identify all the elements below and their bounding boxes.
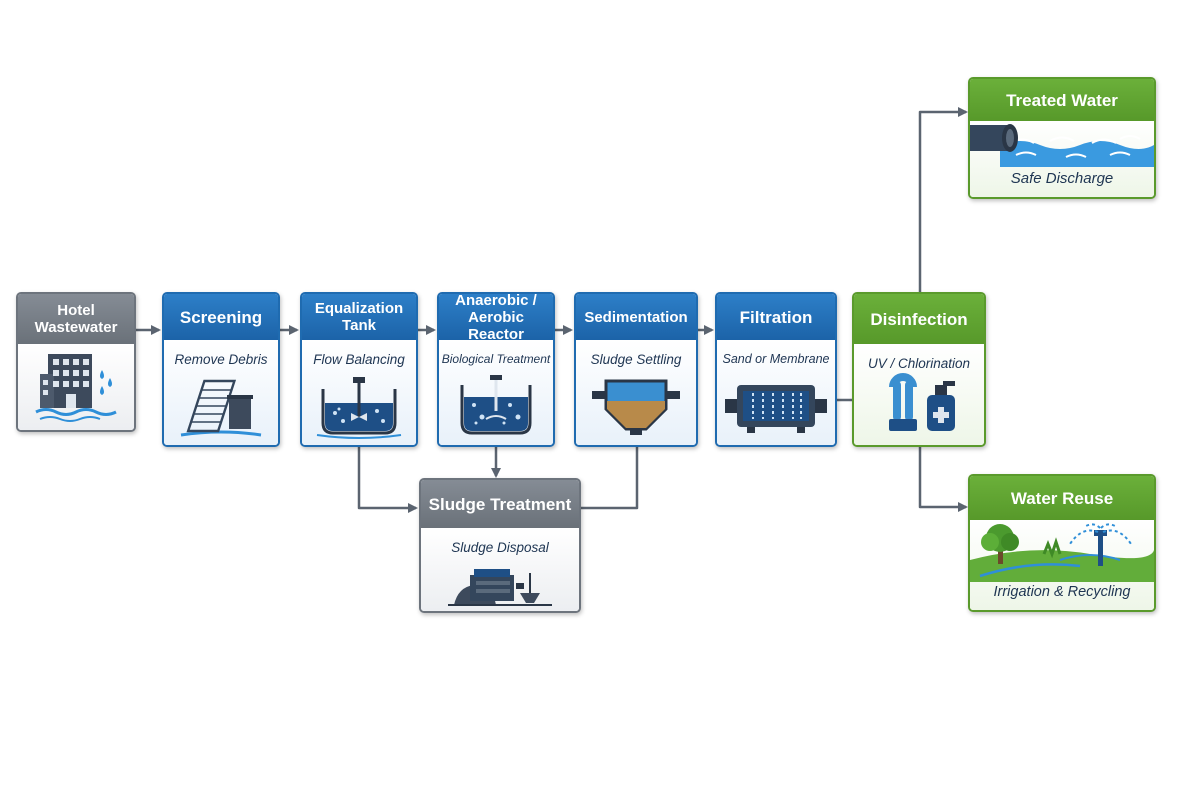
node-subtitle: UV / Chlorination [867, 356, 971, 371]
edge-equalization-sludge [357, 446, 418, 513]
node-water-reuse[interactable]: Water Reuse Irrigation & Recycling [968, 474, 1156, 612]
edge-disinfection-treated-water [918, 107, 968, 293]
sludge-press-icon [421, 561, 579, 607]
node-subtitle: Sludge Disposal [451, 540, 549, 555]
edge-disinfection-water-reuse [918, 446, 968, 512]
node-screening[interactable]: Screening Remove Debris [162, 292, 280, 447]
node-title: Sludge Treatment [421, 480, 579, 528]
node-treated-water[interactable]: Treated Water Safe Discharge [968, 77, 1156, 199]
hotel-building-icon [18, 348, 134, 426]
node-title: Hotel Wastewater [18, 294, 134, 344]
node-title: Filtration [717, 294, 835, 340]
mixing-tank-icon [302, 373, 416, 439]
node-title: Water Reuse [970, 476, 1154, 520]
node-disinfection[interactable]: Disinfection UV / Chlorination [852, 292, 986, 447]
node-title: Treated Water [970, 79, 1154, 121]
settling-tank-icon [576, 373, 696, 439]
node-title: Sedimentation [576, 294, 696, 340]
node-subtitle: Sand or Membrane [722, 352, 830, 366]
node-subtitle: Remove Debris [174, 352, 268, 367]
node-title: Screening [164, 294, 278, 340]
node-title: Anaerobic / Aerobic Reactor [439, 294, 553, 343]
node-subtitle: Biological Treatment [441, 352, 551, 366]
membrane-filter-icon [717, 377, 835, 439]
node-subtitle: Flow Balancing [313, 352, 405, 367]
node-filtration[interactable]: Filtration Sand or Membrane [715, 292, 837, 447]
node-subtitle: Safe Discharge [1010, 170, 1114, 187]
node-hotel-wastewater[interactable]: Hotel Wastewater [16, 292, 136, 432]
node-title: Equalization Tank [302, 294, 416, 340]
node-equalization-tank[interactable]: Equalization Tank Flow Balancing [300, 292, 418, 447]
uv-lamp-chlorine-icon [854, 373, 984, 439]
discharge-pipe-icon [970, 121, 1154, 167]
node-subtitle: Irrigation & Recycling [993, 584, 1131, 600]
bioreactor-icon [439, 373, 553, 439]
node-subtitle: Sludge Settling [590, 352, 682, 367]
bar-screen-icon [164, 373, 278, 439]
node-anaerobic-aerobic-reactor[interactable]: Anaerobic / Aerobic Reactor Biological T… [437, 292, 555, 447]
node-title: Disinfection [854, 294, 984, 344]
irrigation-sprinkler-icon [970, 520, 1154, 582]
node-sludge-treatment[interactable]: Sludge Treatment Sludge Disposal [419, 478, 581, 613]
node-sedimentation[interactable]: Sedimentation Sludge Settling [574, 292, 698, 447]
edge-sedimentation-sludge [580, 446, 639, 510]
